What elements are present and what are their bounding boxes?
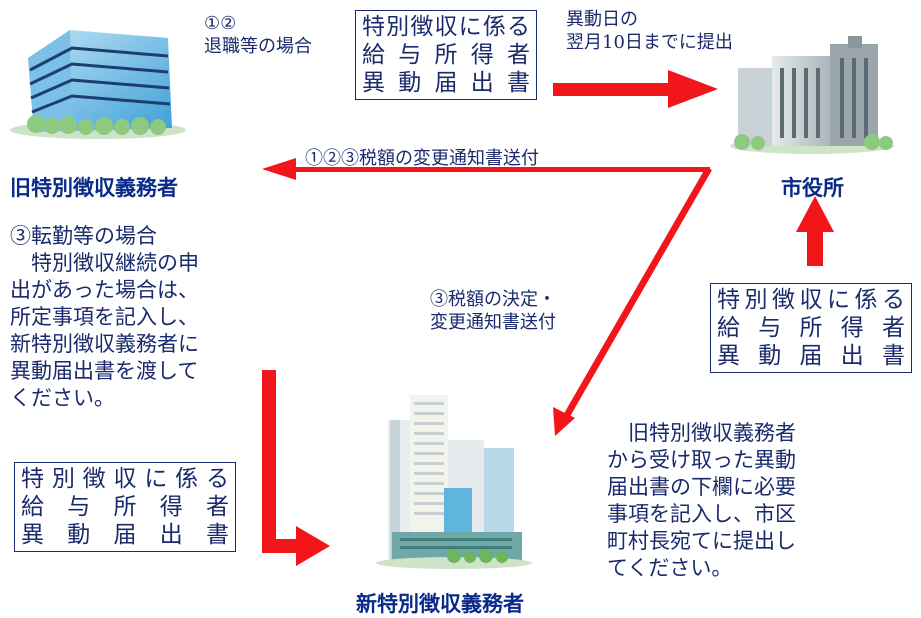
arrow-submit-up-to-city (796, 196, 834, 266)
form-box-right-line3: 異動届出書 (717, 343, 905, 369)
form-box-bottom: 特別徴収に係る 給与所得者 異動届出書 (14, 462, 236, 552)
form-box-top: 特別徴収に係る 給与所得者 異動届出書 (355, 10, 537, 100)
new-office-buildings-icon (376, 395, 532, 569)
form-box-right-line2: 給与所得者 (717, 315, 905, 341)
form-box-bottom-line3: 異動届出書 (21, 522, 229, 548)
deadline-label: 異動日の 翌月10日までに提出 (566, 8, 733, 54)
arrow-pass-to-new (262, 370, 330, 566)
retire-case-line1: ①② (204, 13, 237, 34)
new-note-line: 事項を記入し、市区 (607, 502, 796, 526)
transfer-note-line: 異動届出書を渡して (10, 359, 199, 383)
form-box-top-line3: 異動届出書 (362, 70, 530, 96)
transfer-note-line: 出があった場合は、 (10, 278, 199, 302)
form-box-bottom-line2: 給与所得者 (21, 494, 229, 520)
notice-new-label: ③税額の決定・ 変更通知書送付 (430, 288, 556, 334)
new-note-line: てください。 (607, 556, 733, 580)
form-box-right-line1: 特別徴収に係る (717, 287, 905, 313)
old-employer-label: 旧特別徴収義務者 (10, 176, 178, 200)
form-box-top-line2: 給与所得者 (362, 42, 530, 68)
city-hall-building-icon (730, 36, 894, 154)
old-office-building-icon (10, 30, 186, 139)
notice-new-line1: ③税額の決定・ (430, 289, 556, 310)
new-employer-label: 新特別徴収義務者 (356, 592, 524, 616)
retire-case-line2: 退職等の場合 (204, 36, 312, 57)
transfer-note-line: 所定事項を記入し、 (10, 305, 199, 329)
arrow-notice-to-old (262, 158, 710, 180)
new-note-line: 町村長宛てに提出し (607, 529, 796, 553)
form-box-right: 特別徴収に係る 給与所得者 異動届出書 (710, 283, 912, 373)
arrows (262, 70, 834, 566)
city-hall-label: 市役所 (781, 176, 844, 200)
retire-case-label: ①② 退職等の場合 (204, 12, 312, 58)
arrow-submit-to-city (553, 70, 718, 108)
new-employer-note: 旧特別徴収義務者 から受け取った異動 届出書の下欄に必要 事項を記入し、市区 町… (607, 420, 796, 582)
new-note-line: 届出書の下欄に必要 (607, 475, 796, 499)
deadline-line2: 翌月10日までに提出 (566, 32, 733, 53)
deadline-line1: 異動日の (566, 9, 638, 30)
form-box-top-line1: 特別徴収に係る (362, 14, 530, 40)
new-note-line: から受け取った異動 (607, 448, 796, 472)
new-note-line: 旧特別徴収義務者 (607, 421, 796, 445)
transfer-note-line: 特別徴収継続の申 (10, 251, 199, 275)
notice-old-label: ①②③税額の変更通知書送付 (305, 148, 539, 169)
form-box-bottom-line1: 特別徴収に係る (21, 466, 229, 492)
transfer-note-line: ください。 (10, 386, 115, 410)
transfer-note-line: 新特別徴収義務者に (10, 332, 199, 356)
transfer-note: ③転勤等の場合 特別徴収継続の申 出があった場合は、 所定事項を記入し、 新特別… (10, 223, 199, 412)
transfer-note-line: ③転勤等の場合 (10, 224, 157, 248)
arrow-notice-to-new (553, 167, 712, 436)
notice-new-line2: 変更通知書送付 (430, 312, 556, 333)
